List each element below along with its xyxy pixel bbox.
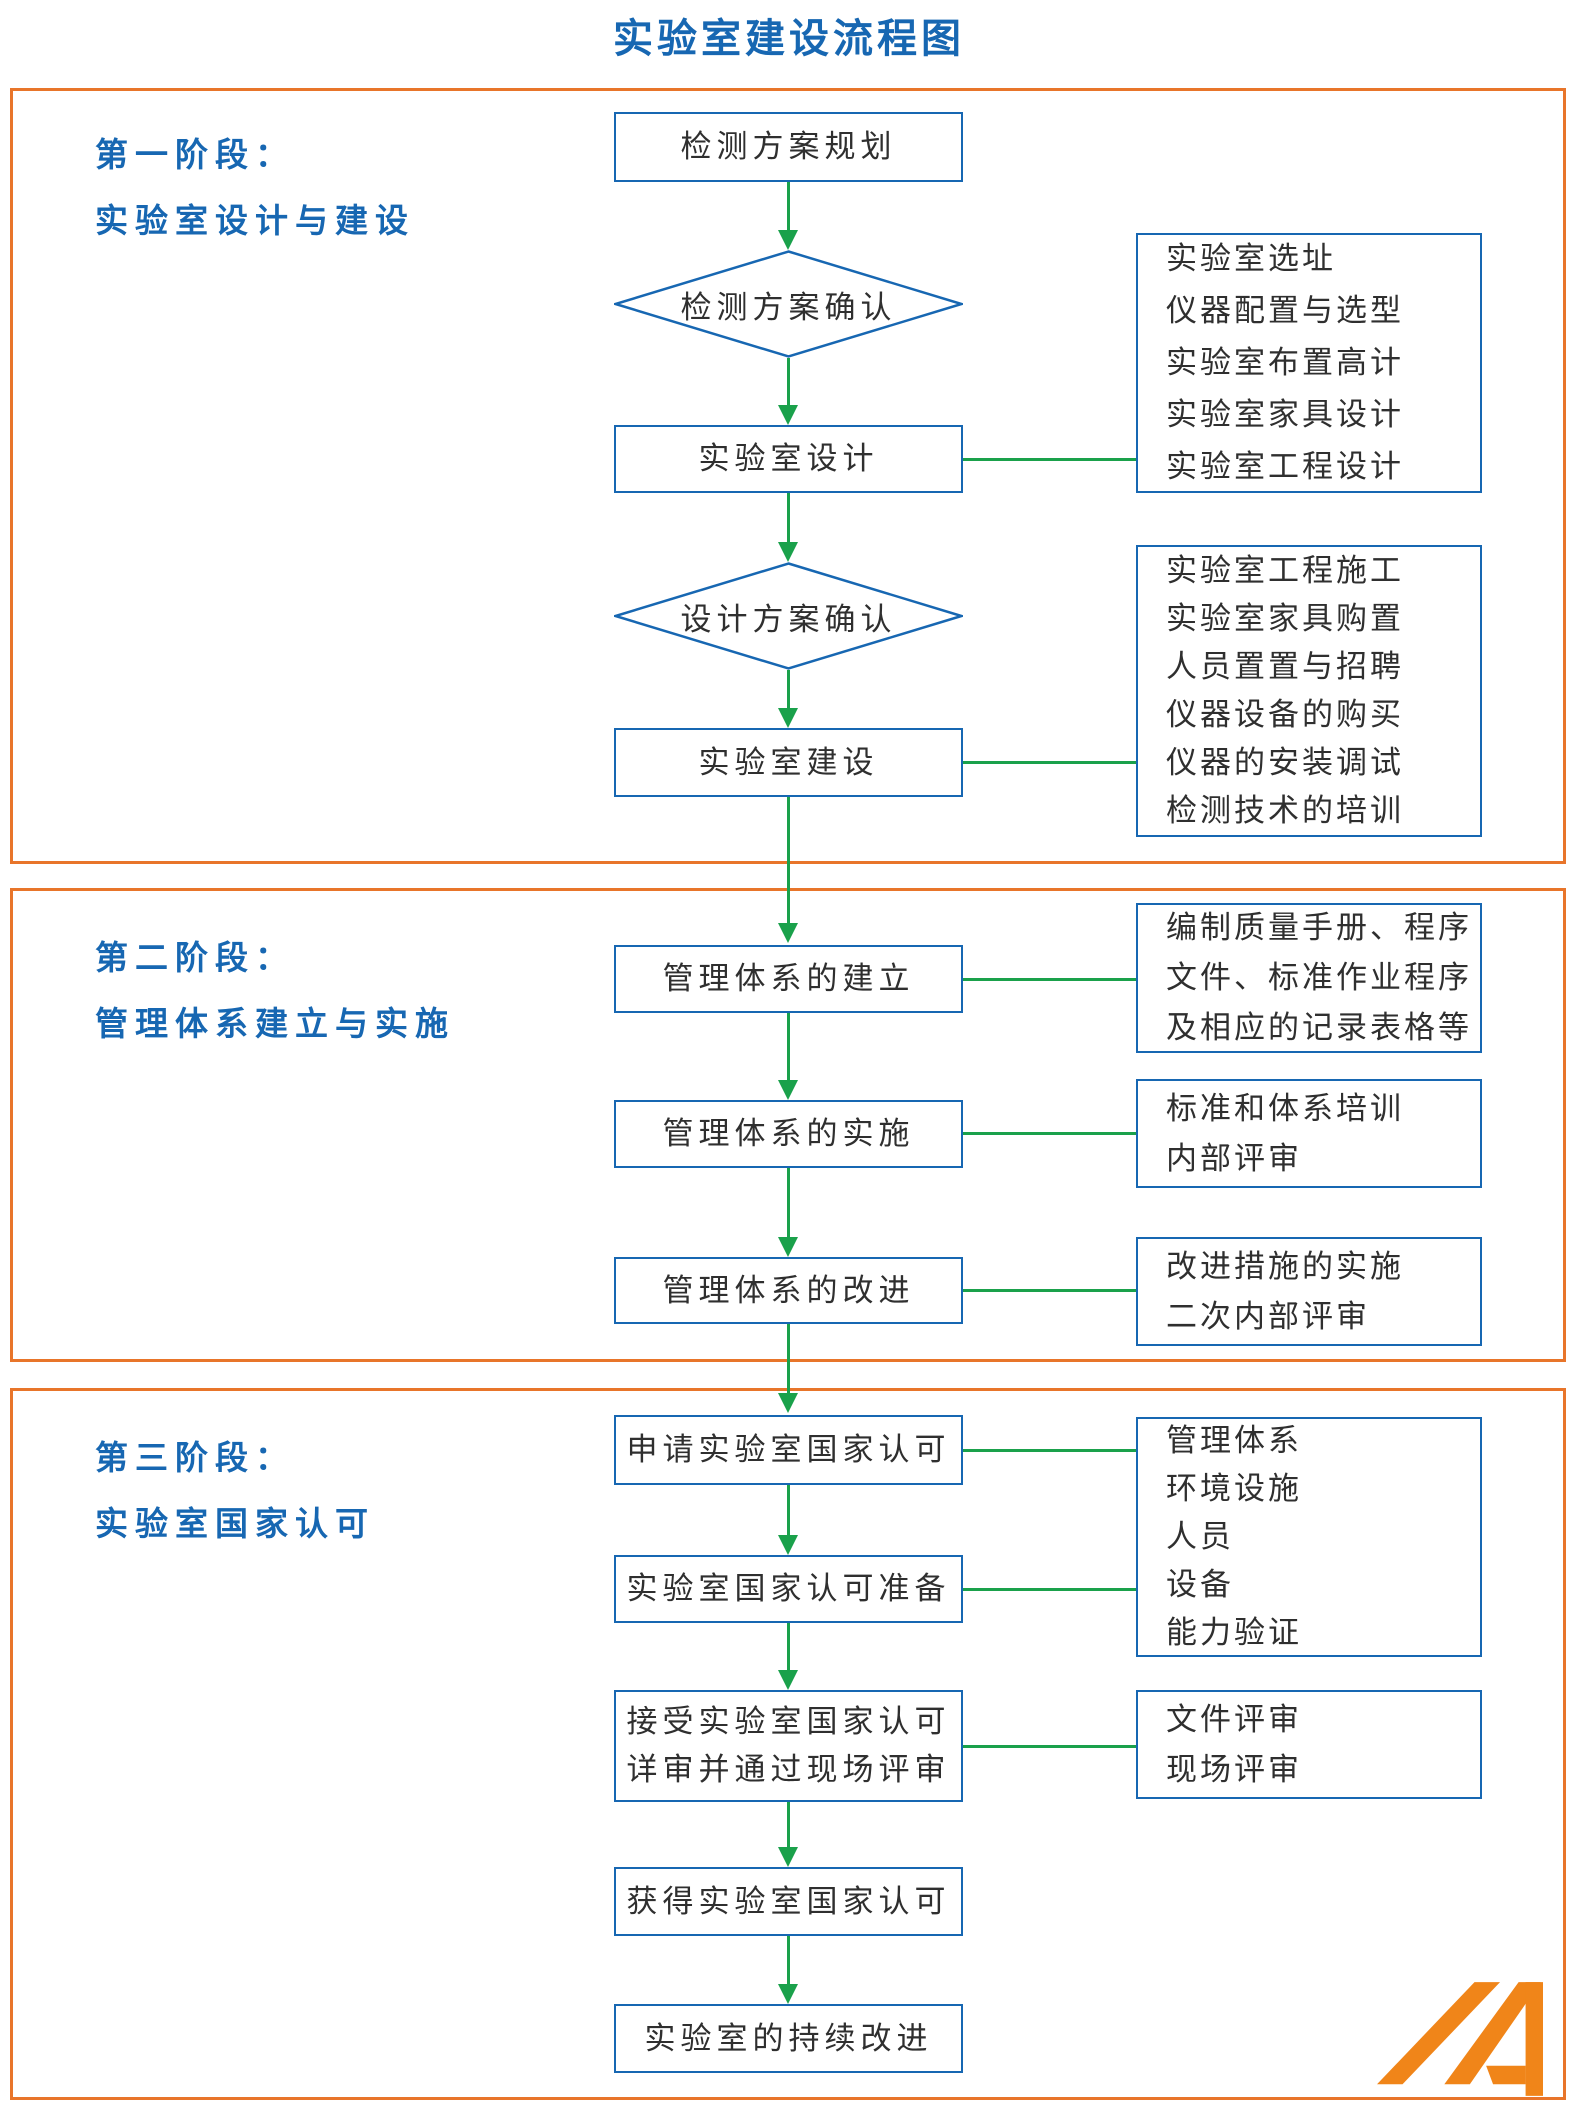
down-arrow [778, 493, 798, 562]
node-system-implement: 管理体系的实施 [614, 1100, 963, 1168]
annotation-build-tasks: 实验室工程施工 实验室家具购置 人员置置与招聘 仪器设备的购买 仪器的安装调试 … [1136, 545, 1482, 837]
node-accreditation-prepare: 实验室国家认可准备 [614, 1555, 963, 1623]
annotation-line: 检测技术的培训 [1166, 793, 1404, 828]
annotation-line: 实验室工程设计 [1166, 449, 1404, 484]
annotation-line: 内部评审 [1166, 1140, 1302, 1176]
connector-line [963, 1289, 1136, 1292]
stage-3-label-line2: 实验室国家认可 [95, 1505, 375, 1542]
connector-line [963, 978, 1136, 981]
node-accept-review-line2: 详审并通过现场评审 [626, 1752, 951, 1787]
down-arrow [778, 1802, 798, 1867]
annotation-line: 仪器配置与选型 [1166, 293, 1404, 328]
down-arrow [778, 1013, 798, 1100]
down-arrow [778, 1623, 798, 1690]
annotation-line: 编制质量手册、程序 [1166, 910, 1472, 945]
annotation-line: 仪器设备的购买 [1166, 697, 1404, 732]
node-plan: 检测方案规划 [614, 112, 963, 182]
annotation-line: 文件评审 [1166, 1701, 1302, 1737]
annotation-line: 实验室布置高计 [1166, 345, 1404, 380]
decision-design-confirm-label: 设计方案确认 [680, 601, 897, 637]
brand-logo-icon [1377, 1982, 1543, 2101]
node-obtain-accreditation: 获得实验室国家认可 [614, 1867, 963, 1936]
down-arrow [778, 670, 798, 728]
stage-3-label: 第三阶段： 实验室国家认可 [95, 1425, 375, 1557]
annotation-line: 环境设施 [1166, 1471, 1302, 1506]
node-lab-build-label: 实验室建设 [698, 744, 879, 780]
node-obtain-accreditation-label: 获得实验室国家认可 [626, 1883, 951, 1919]
annotation-review-types: 文件评审 现场评审 [1136, 1690, 1482, 1799]
decision-design-confirm: 设计方案确认 [614, 562, 963, 670]
connector-line [963, 1132, 1136, 1135]
node-system-improve-label: 管理体系的改进 [662, 1272, 915, 1308]
node-lab-design: 实验室设计 [614, 425, 963, 493]
node-accept-review-line1: 接受实验室国家认可 [626, 1704, 951, 1739]
node-continuous-improve: 实验室的持续改进 [614, 2004, 963, 2073]
down-arrow [778, 1168, 798, 1257]
annotation-line: 改进措施的实施 [1166, 1248, 1404, 1284]
annotation-accreditation-elements: 管理体系 环境设施 人员 设备 能力验证 [1136, 1417, 1482, 1657]
annotation-improvement: 改进措施的实施 二次内部评审 [1136, 1237, 1482, 1346]
annotation-line: 现场评审 [1166, 1751, 1302, 1787]
node-accreditation-prepare-label: 实验室国家认可准备 [626, 1571, 951, 1606]
stage-2-label: 第二阶段： 管理体系建立与实施 [95, 925, 455, 1057]
connector-line [963, 458, 1136, 461]
decision-plan-confirm-label: 检测方案确认 [680, 289, 897, 325]
node-continuous-improve-label: 实验室的持续改进 [644, 2020, 933, 2056]
annotation-line: 及相应的记录表格等 [1166, 1010, 1472, 1045]
down-arrow [778, 1936, 798, 2004]
annotation-line: 实验室选址 [1166, 241, 1336, 276]
node-apply-accreditation-label: 申请实验室国家认可 [626, 1432, 951, 1467]
diamond-shape [614, 562, 963, 670]
stage-1-label: 第一阶段： 实验室设计与建设 [95, 122, 415, 254]
node-system-improve: 管理体系的改进 [614, 1257, 963, 1324]
annotation-training-review: 标准和体系培训 内部评审 [1136, 1079, 1482, 1188]
annotation-line: 仪器的安装调试 [1166, 745, 1404, 780]
connector-line [963, 1745, 1136, 1748]
annotation-line: 实验室工程施工 [1166, 553, 1404, 588]
decision-plan-confirm: 检测方案确认 [614, 250, 963, 358]
annotation-line: 实验室家具设计 [1166, 397, 1404, 432]
annotation-line: 人员 [1166, 1519, 1234, 1554]
down-arrow [778, 358, 798, 425]
annotation-line: 二次内部评审 [1166, 1298, 1370, 1334]
page-title: 实验室建设流程图 [613, 17, 965, 61]
stage-2-label-line2: 管理体系建立与实施 [95, 1005, 455, 1042]
stage-1-label-line2: 实验室设计与建设 [95, 202, 415, 239]
connector-line [963, 1588, 1136, 1591]
node-lab-build: 实验室建设 [614, 728, 963, 797]
stage-2-label-line1: 第二阶段： [95, 939, 295, 976]
stage-1-label-line1: 第一阶段： [95, 136, 295, 173]
annotation-line: 能力验证 [1166, 1615, 1302, 1650]
down-arrow [778, 1324, 798, 1413]
node-plan-label: 检测方案规划 [680, 129, 897, 164]
annotation-line: 标准和体系培训 [1166, 1090, 1404, 1126]
node-apply-accreditation: 申请实验室国家认可 [614, 1415, 963, 1485]
stage-3-label-line1: 第三阶段： [95, 1439, 295, 1476]
annotation-line: 人员置置与招聘 [1166, 649, 1404, 684]
node-system-implement-label: 管理体系的实施 [662, 1116, 915, 1151]
node-system-establish: 管理体系的建立 [614, 945, 963, 1013]
annotation-line: 文件、标准作业程序 [1166, 960, 1472, 995]
down-arrow [778, 182, 798, 250]
node-lab-design-label: 实验室设计 [698, 441, 879, 476]
annotation-line: 管理体系 [1166, 1423, 1302, 1458]
annotation-line: 实验室家具购置 [1166, 601, 1404, 636]
down-arrow [778, 797, 798, 943]
connector-line [963, 1449, 1136, 1452]
annotation-line: 设备 [1166, 1567, 1234, 1602]
node-system-establish-label: 管理体系的建立 [662, 961, 915, 996]
node-accept-review: 接受实验室国家认可 详审并通过现场评审 [614, 1690, 963, 1802]
annotation-design-tasks: 实验室选址 仪器配置与选型 实验室布置高计 实验室家具设计 实验室工程设计 [1136, 233, 1482, 493]
down-arrow [778, 1485, 798, 1555]
diamond-shape [614, 250, 963, 358]
annotation-system-docs: 编制质量手册、程序 文件、标准作业程序 及相应的记录表格等 [1136, 903, 1482, 1053]
connector-line [963, 761, 1136, 764]
